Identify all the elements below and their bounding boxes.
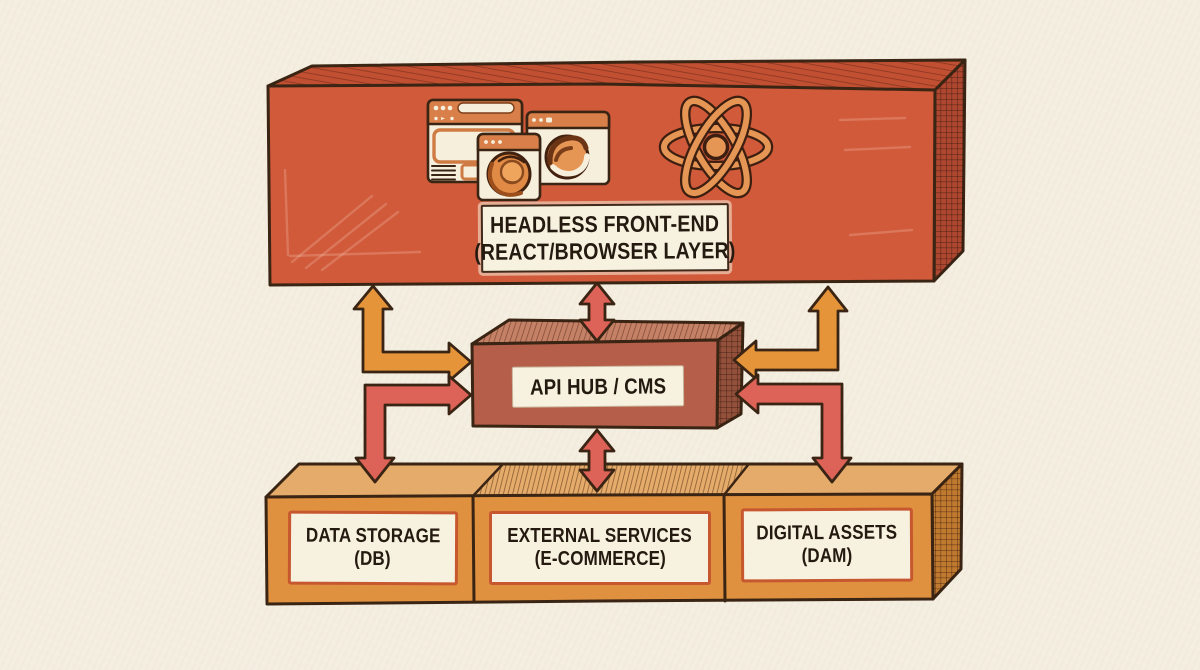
api-hub-label: API HUB / CMS: [511, 365, 685, 408]
frontend-title-line1: HEADLESS FRONT-END: [490, 210, 720, 239]
data-storage-title-line1: DATA STORAGE: [305, 524, 441, 548]
arrow-frontend-api-center: [578, 281, 616, 343]
react-logo-icon: [658, 95, 774, 199]
digital-assets-title-line1: DIGITAL ASSETS: [756, 521, 898, 545]
external-services-title-line2: (E-COMMERCE): [534, 548, 666, 570]
frontend-title-line2: (REACT/BROWSER LAYER): [474, 237, 736, 265]
frontend-label: HEADLESS FRONT-END (REACT/BROWSER LAYER): [474, 203, 736, 273]
arrow-api-externalservices: [578, 428, 616, 493]
digital-assets-title-line2: (DAM): [801, 544, 853, 568]
api-hub-title: API HUB / CMS: [529, 373, 667, 400]
digital-assets-label: DIGITAL ASSETS (DAM): [740, 507, 914, 583]
arrow-frontend-api-right: [732, 285, 849, 381]
firefox-browser-icon: [476, 132, 542, 202]
data-storage-label: DATA STORAGE (DB): [287, 510, 459, 586]
arrow-api-digitalassets: [734, 373, 853, 484]
edge-browser-icon: [525, 110, 611, 186]
arrow-api-datastorage: [354, 374, 473, 484]
texture-scribbles: [283, 116, 914, 272]
external-services-title-line1: EXTERNAL SERVICES: [507, 524, 693, 547]
arrow-frontend-api-left: [352, 284, 473, 383]
data-storage-title-line2: (DB): [354, 547, 392, 571]
external-services-label: EXTERNAL SERVICES (E-COMMERCE): [489, 511, 711, 585]
